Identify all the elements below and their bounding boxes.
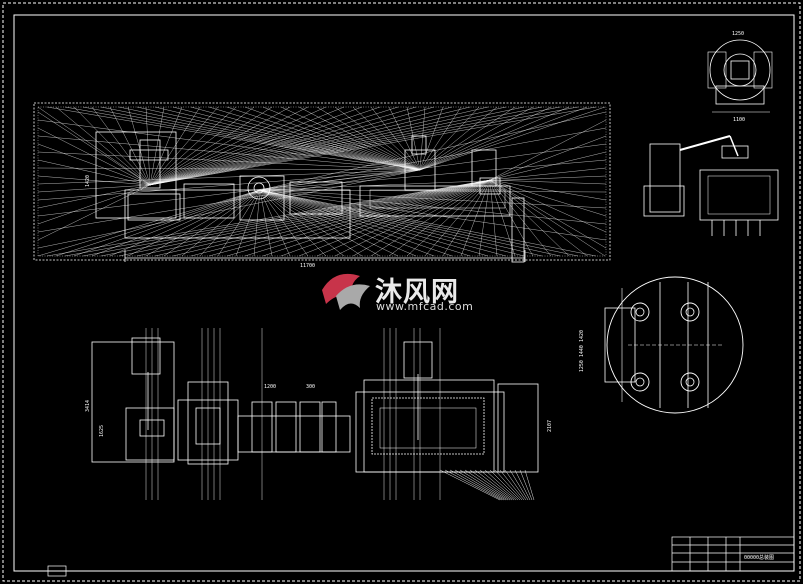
dim-lower-mid-a: 1200 — [264, 384, 277, 390]
title-block-title: 00000总装图 — [744, 555, 775, 561]
inner-frame — [13, 14, 795, 572]
watermark-brand: 沐风网 — [375, 277, 459, 308]
sheet-tab — [47, 565, 67, 577]
watermark-logo-icon — [322, 273, 370, 310]
dim-lower-left-vertical-a: 3414 — [85, 400, 91, 413]
dim-lower-left-vertical-b: 1625 — [99, 425, 105, 438]
plan-view — [91, 328, 539, 501]
dim-lower-right-vertical: 2107 — [547, 420, 553, 433]
robot-top-view — [707, 39, 773, 113]
dim-lower-mid-b: 300 — [306, 384, 316, 390]
robot-side-view — [643, 135, 779, 236]
dim-circle-vertical: 1250 1440 1420 — [579, 330, 585, 373]
circle-detail-view — [604, 276, 744, 414]
dim-robot-bottom: 1100 — [733, 117, 746, 123]
dim-top-left-vertical: 1420 — [85, 175, 91, 188]
main-elevation-view — [33, 102, 611, 263]
watermark-url: www.mfcad.com — [376, 300, 474, 313]
main-dimension-label: 11700 — [300, 263, 316, 269]
dim-robot-top: 1250 — [732, 31, 745, 37]
title-block — [671, 536, 795, 572]
